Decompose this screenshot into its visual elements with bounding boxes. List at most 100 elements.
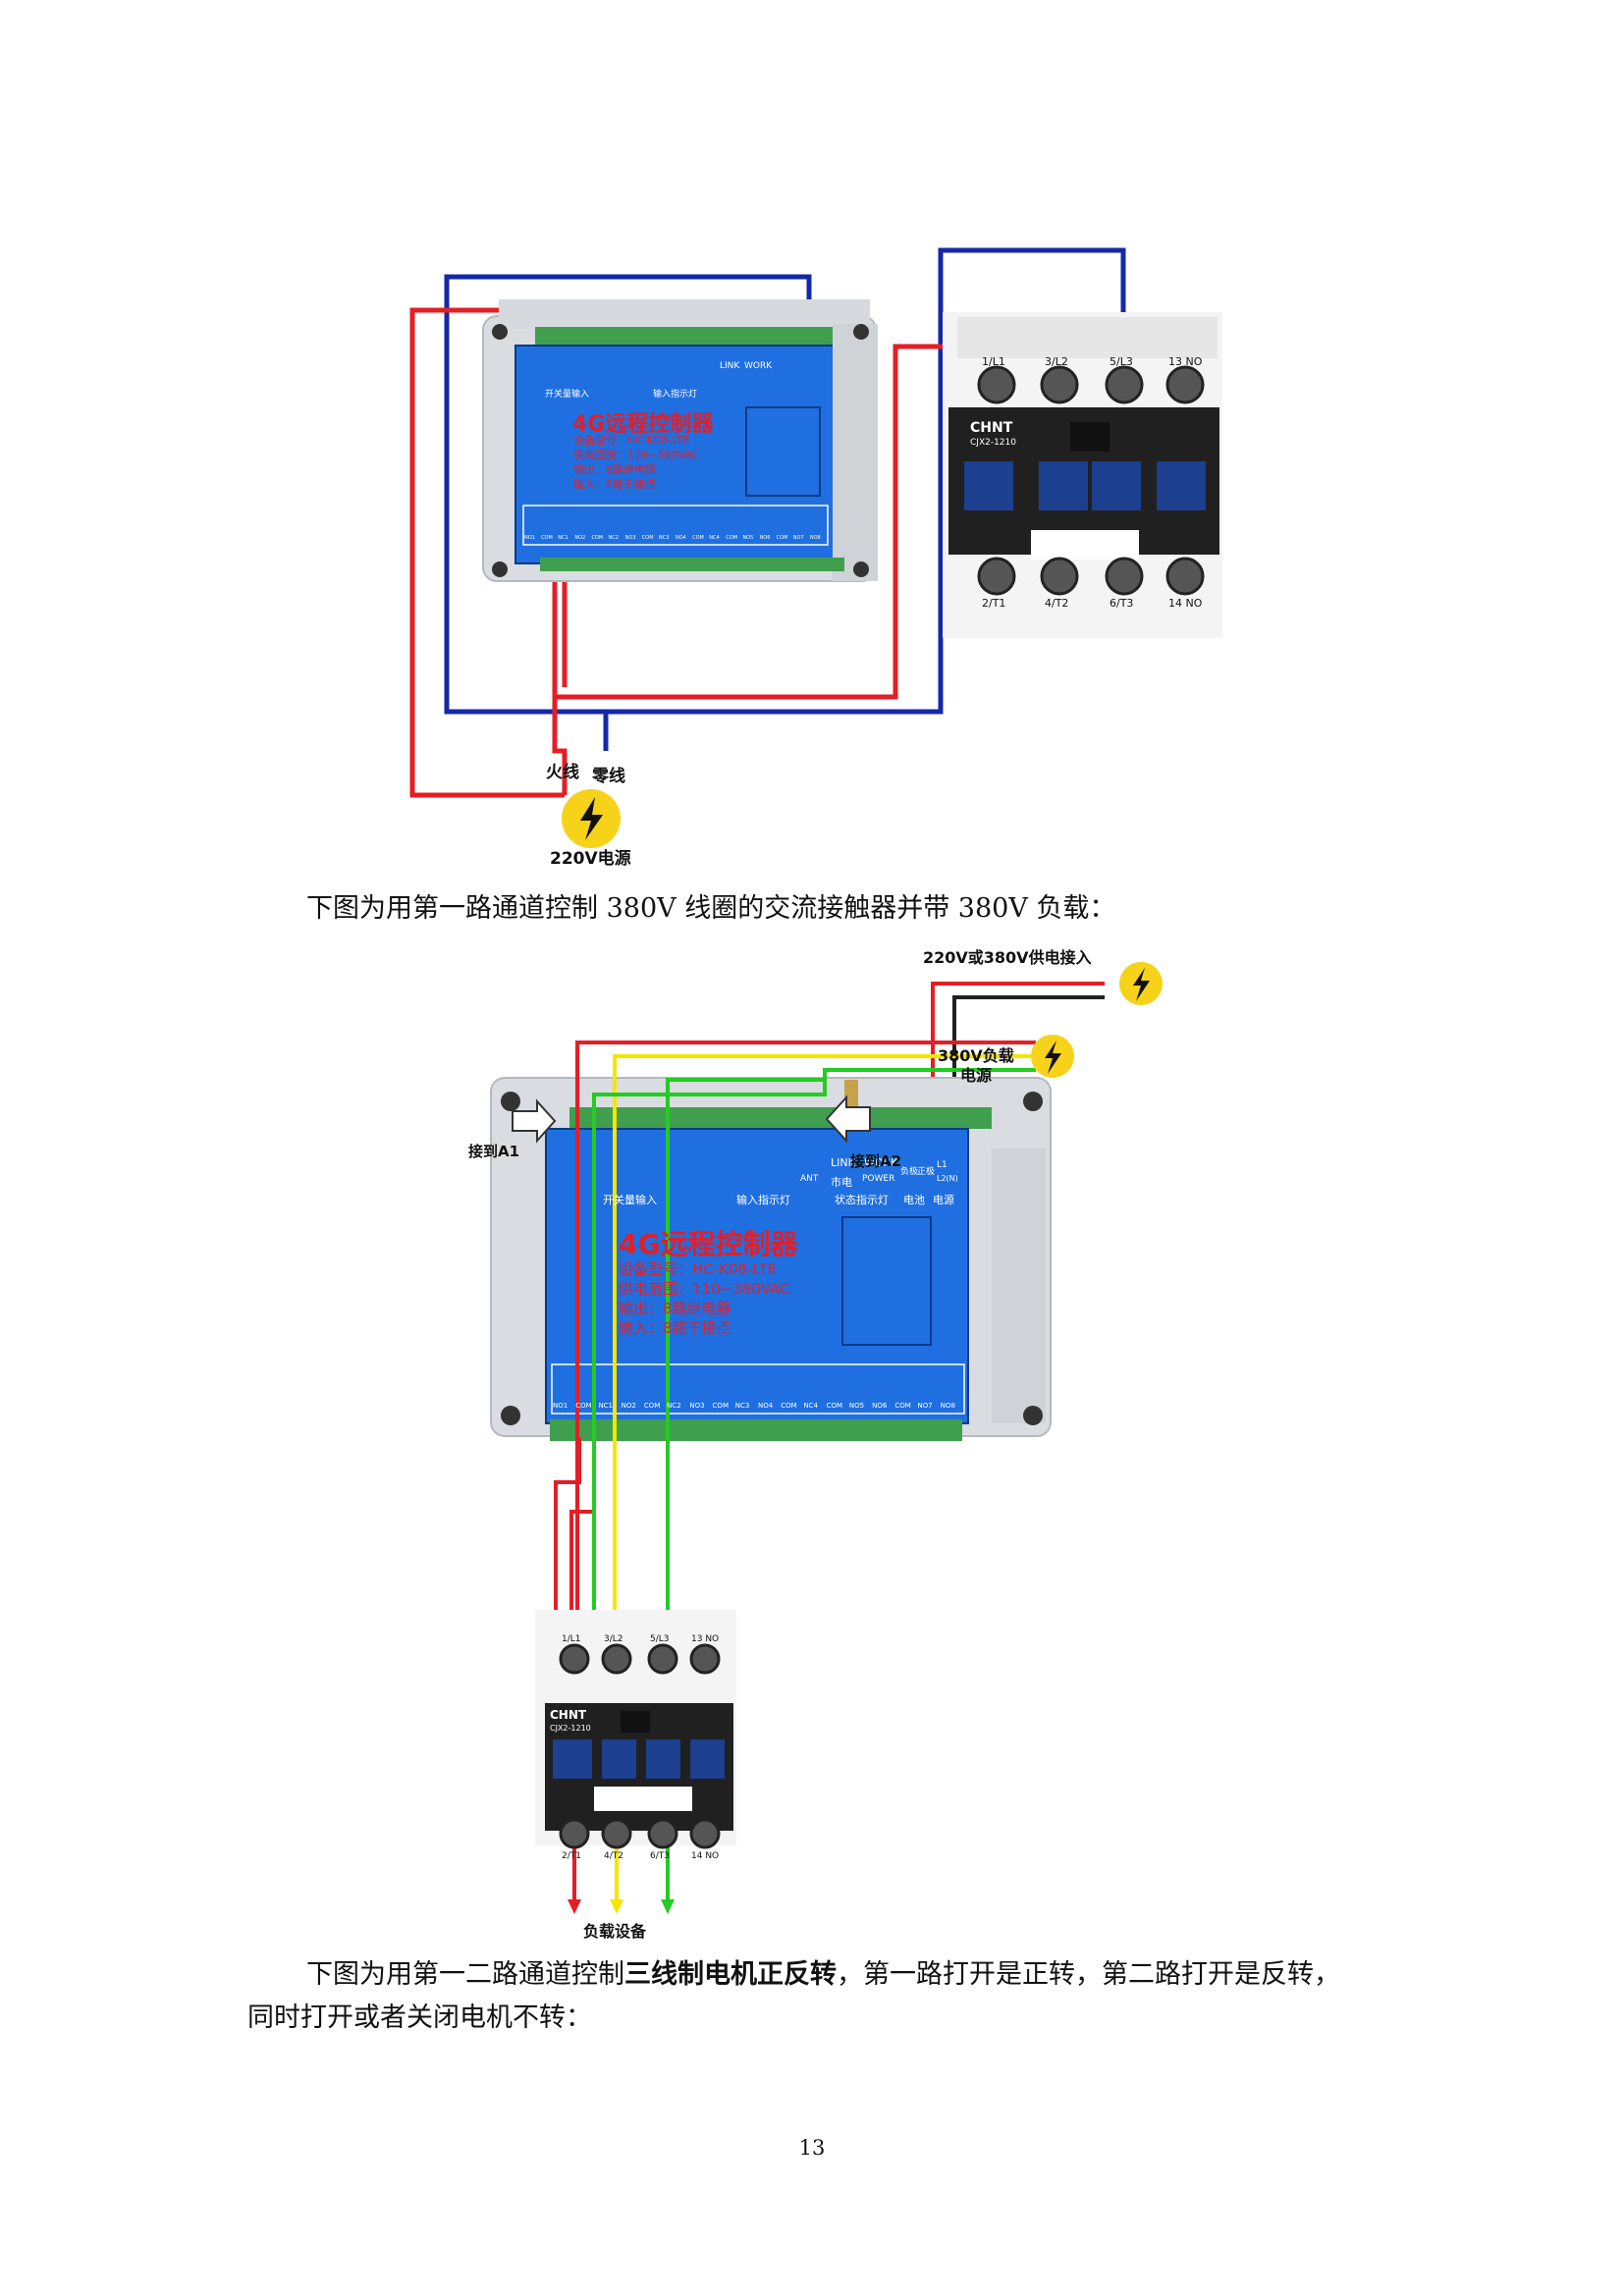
source-label-220v: 220V电源: [550, 849, 631, 869]
power-source-1: [562, 789, 621, 848]
caption-2-bold: 三线制电机正反转: [624, 1959, 837, 1990]
caption-1: 下图为用第一路通道控制 380V 线圈的交流接触器并带 380V 负载：: [306, 893, 1116, 924]
contactor-1-top-no: 13 NO: [1168, 355, 1203, 368]
controller-2-supply: 电源: [933, 1194, 954, 1206]
contactor-1-top-l3: 5/L3: [1110, 355, 1133, 368]
controller-2-power: POWER: [862, 1174, 895, 1184]
controller-1-input-line: 输入：8路干接点: [573, 478, 656, 491]
wiring-diagram-1: [409, 247, 1222, 848]
relay-terminal-label: NO5: [848, 1402, 865, 1410]
relay-terminal-label: COM: [712, 1402, 729, 1410]
figure-1: [0, 0, 1624, 874]
caption-2-line-2: 同时打开或者关闭电机不转：: [247, 2002, 592, 2033]
connect-a2-label: 接到A2: [850, 1152, 902, 1170]
page-number: 13: [798, 2136, 826, 2160]
contactor-1-bottom-t3: 6/T3: [1110, 597, 1134, 610]
contactor-1-top-l1: 1/L1: [982, 355, 1005, 368]
contactor-2-model: CJX2-1210: [550, 1724, 591, 1733]
supply-in-source: [1119, 962, 1163, 1005]
contactor-1-bottom-no: 14 NO: [1168, 597, 1203, 610]
controller-2-input-line: 输入：8路干接点: [619, 1319, 731, 1337]
controller-2-work: WORK: [864, 1156, 898, 1169]
relay-terminal-label: COM: [692, 535, 704, 541]
relay-terminal-label: NO6: [872, 1402, 888, 1410]
relay-terminal-label: COM: [826, 1402, 843, 1410]
caption-2-line-1: 下图为用第一二路通道控制三线制电机正反转，第一路打开是正转，第二路打开是反转，: [306, 1955, 1340, 1995]
a1-arrow: [512, 1098, 557, 1144]
relay-terminal-label: COM: [591, 535, 604, 541]
contactor-1: [943, 312, 1222, 638]
relay-terminal-label: NC2: [608, 535, 619, 541]
controller-1-link: LINK: [720, 361, 740, 371]
contactor-1-brand: CHNT: [970, 420, 1013, 436]
relay-terminal-label: NC1: [598, 1402, 614, 1410]
controller-2-mains: 市电: [831, 1176, 852, 1189]
wiring-diagram-2: [490, 962, 1163, 1914]
relay-terminal-label: NC3: [734, 1402, 750, 1410]
relay-terminal-label: COM: [643, 1402, 661, 1410]
relay-terminal-label: NC4: [803, 1402, 819, 1410]
controller-1-indicator-group: 输入指示灯: [653, 390, 698, 400]
blue-neutral-wire: [444, 247, 1126, 751]
controller-2-model-line: 设备型号：HC-K08-LTE: [619, 1260, 778, 1278]
contactor-2-top-l2: 3/L2: [604, 1634, 623, 1644]
contactor-2-bottom-t1: 2/T1: [562, 1851, 581, 1861]
relay-terminal-label: NO1: [553, 1402, 568, 1410]
relay-terminal-label: COM: [776, 535, 788, 541]
relay-terminal-label: NO2: [621, 1402, 636, 1410]
controller-1-model-line: 设备型号：HC-K08-LTE: [573, 434, 690, 447]
relay-terminal-label: NO3: [689, 1402, 705, 1410]
relay-terminal-label: NO7: [917, 1402, 933, 1410]
contactor-2: [535, 1610, 736, 1849]
controller-2-neg: 负极: [900, 1167, 919, 1177]
load-power-source: [1031, 1035, 1074, 1078]
contactor-2-top-l3: 5/L3: [650, 1634, 670, 1644]
relay-terminal-label: NC4: [709, 535, 720, 541]
relay-terminal-label: COM: [894, 1402, 911, 1410]
relay-terminal-label: COM: [781, 1402, 797, 1410]
coil-and-load-wires: [554, 1041, 1036, 1899]
controller-2-output-line: 输出：8路继电器: [619, 1300, 731, 1317]
controller-1-output-line: 输出：8路继电器: [573, 463, 656, 476]
controller-1-work: WORK: [744, 361, 773, 371]
relay-terminal-label: NO8: [809, 535, 821, 541]
controller-1-supply-line: 供电范围：110~380VAC: [573, 449, 700, 461]
caption-2-part-2: ，第一路打开是正转，第二路打开是反转，: [837, 1959, 1340, 1990]
relay-terminal-label: COM: [575, 1402, 592, 1410]
relay-terminal-label: NO7: [792, 535, 804, 541]
controller-2-link: LINK: [831, 1156, 855, 1169]
relay-terminal-label: COM: [641, 535, 654, 541]
load-supply-label-2: 电源: [960, 1066, 993, 1085]
relay-terminal-label: NC2: [667, 1402, 681, 1410]
relay-terminal-label: NO1: [524, 535, 535, 541]
contactor-1-bottom-t1: 2/T1: [982, 597, 1006, 610]
neutral-wire-label: 零线: [592, 767, 625, 786]
connect-a1-label: 接到A1: [468, 1143, 520, 1160]
a2-arrow: [825, 1095, 871, 1144]
relay-terminal-label: NO5: [742, 535, 754, 541]
relay-terminal-label: NO3: [624, 535, 636, 541]
controller-2-indicator-group: 输入指示灯: [736, 1194, 790, 1206]
relay-terminal-label: NC3: [658, 535, 670, 541]
controller-2-battery: 电池: [903, 1194, 925, 1206]
contactor-2-brand: CHNT: [550, 1708, 587, 1722]
relay-terminal-label: NO6: [759, 535, 771, 541]
load-device-label: 负载设备: [583, 1922, 647, 1941]
controller-2-pos: 正极: [917, 1167, 936, 1177]
contactor-2-bottom-t3: 6/T3: [650, 1851, 670, 1861]
controller-2-supply-line: 供电范围：110~380VAC: [619, 1280, 790, 1298]
relay-terminal-label: NO4: [676, 535, 686, 541]
controller-2-l1: L1: [937, 1160, 947, 1170]
contactor-1-model: CJX2-1210: [970, 438, 1016, 448]
supply-in-label: 220V或380V供电接入: [923, 948, 1092, 967]
controller-2-status-group: 状态指示灯: [835, 1194, 889, 1206]
controller-2-title: 4G远程控制器: [619, 1228, 798, 1260]
caption-2-part-1: 下图为用第一二路通道控制: [306, 1959, 624, 1990]
controller-2-l2: L2(N): [937, 1174, 958, 1183]
relay-terminal-label: NC1: [558, 535, 568, 541]
contactor-2-top-l1: 1/L1: [562, 1634, 581, 1644]
relay-terminal-label: COM: [541, 535, 553, 541]
live-wire-label: 火线: [546, 763, 579, 782]
relay-terminal-label: COM: [726, 535, 738, 541]
contactor-1-top-l2: 3/L2: [1045, 355, 1068, 368]
